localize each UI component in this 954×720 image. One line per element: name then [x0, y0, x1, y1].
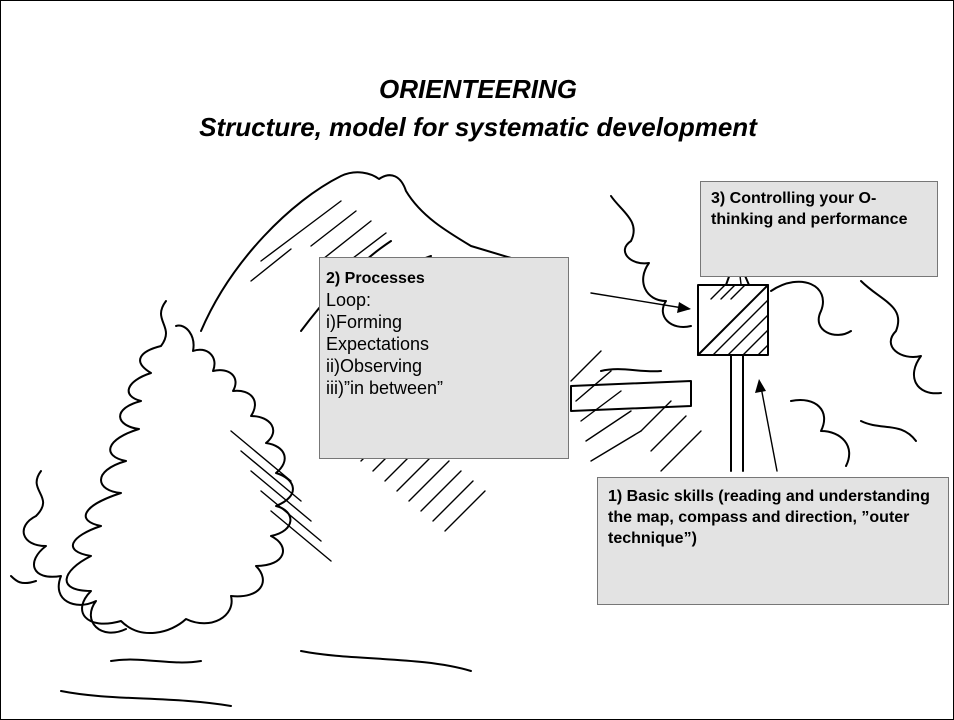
far-left-tree [22, 470, 127, 634]
right-tree-1 [610, 195, 692, 328]
control-flag [697, 270, 769, 472]
basic-skills-box: 1) Basic skills (reading and understandi… [597, 477, 949, 605]
left-tree [65, 300, 294, 635]
basic-skills-text: 1) Basic skills (reading and understandi… [608, 488, 930, 547]
processes-line: iii)”in between” [326, 378, 444, 398]
right-tree-3 [790, 399, 917, 467]
processes-line: i)Forming [326, 312, 403, 332]
processes-line: ii)Observing [326, 356, 423, 376]
processes-line: Loop: [326, 290, 372, 310]
processes-line: Expectations [326, 334, 430, 354]
right-tree-2 [770, 280, 942, 395]
arrows [590, 267, 778, 472]
title-orienteering: ORIENTEERING [379, 74, 577, 104]
subtitle: Structure, model for systematic developm… [199, 112, 757, 142]
processes-heading: 2) Processes [326, 270, 425, 287]
ground-lines [10, 575, 472, 707]
controlling-box: 3) Controlling your O-thinking and perfo… [700, 181, 938, 277]
controlling-text: 3) Controlling your O-thinking and perfo… [711, 190, 908, 228]
processes-box: 2) Processes Loop: i)Forming Expectation… [319, 257, 569, 459]
bench [570, 368, 692, 412]
